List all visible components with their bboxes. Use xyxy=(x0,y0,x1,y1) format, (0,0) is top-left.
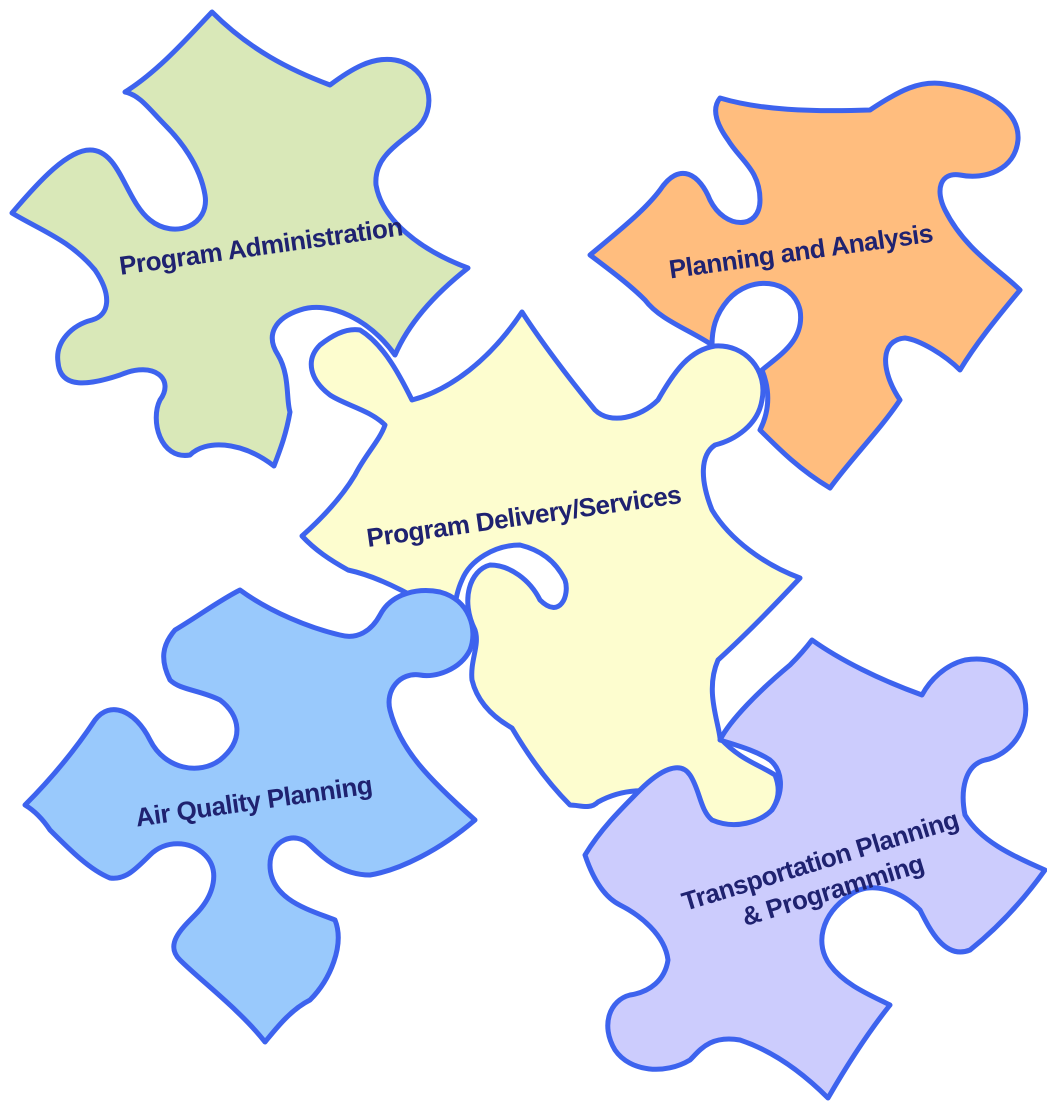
program-delivery-piece-shape xyxy=(299,309,803,832)
piece-transportation-planning: Transportation Planning & Programming xyxy=(582,637,1047,1101)
piece-planning-and-analysis: Planning and Analysis xyxy=(587,80,1023,491)
program-administration-piece-shape xyxy=(9,9,471,469)
piece-program-delivery: Program Delivery/Services xyxy=(299,309,803,832)
air-quality-planning-piece-shape xyxy=(22,587,478,1045)
piece-air-quality-planning: Air Quality Planning xyxy=(22,587,478,1045)
transportation-planning-piece-shape xyxy=(582,637,1047,1101)
planning-and-analysis-piece-shape xyxy=(587,80,1023,491)
